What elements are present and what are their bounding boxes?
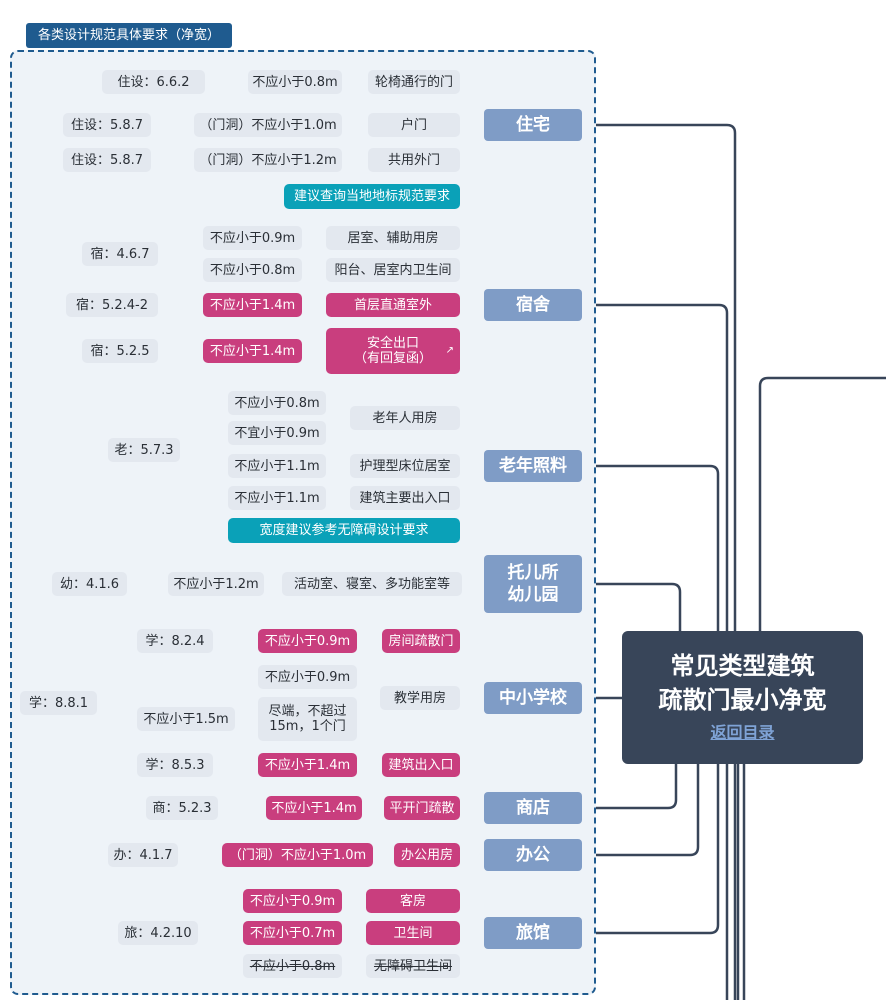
- item-main-entrance: 建筑主要出入口: [350, 486, 460, 510]
- req-dorm-safety-exit: 不应小于1.4m: [203, 339, 302, 363]
- req-elderly-3: 不应小于1.1m: [228, 454, 326, 478]
- ref-school-8-5-3: 学：8.5.3: [137, 753, 213, 777]
- ref-elderly-5-7-3: 老：5.7.3: [108, 438, 180, 462]
- category-hotel[interactable]: 旅馆: [484, 917, 582, 949]
- main-title-line2: 疏散门最小净宽: [658, 686, 827, 714]
- category-elderly-care[interactable]: 老年照料: [484, 450, 582, 482]
- nursery-label-2: 幼儿园: [507, 585, 559, 605]
- safety-exit-line2: （有回复函）: [353, 351, 432, 366]
- item-accessible-bathroom: 无障碍卫生间: [366, 954, 460, 978]
- req-hotel-accessible-text: 不应小于0.8m: [249, 958, 336, 974]
- item-nursing-room: 护理型床位居室: [350, 454, 460, 478]
- item-guest-room: 客房: [366, 889, 460, 913]
- frame-title: 各类设计规范具体要求（净宽）: [26, 23, 233, 48]
- req-shop: 不应小于1.4m: [266, 796, 362, 820]
- req-residential-common-door: （门洞）不应小于1.2m: [194, 148, 342, 172]
- req-hotel-bathroom: 不应小于0.7m: [243, 921, 342, 945]
- back-to-contents-link[interactable]: 返回目录: [710, 723, 775, 742]
- nursery-label-1: 托儿所: [507, 563, 559, 583]
- item-room-exit-door: 房间疏散门: [382, 629, 460, 653]
- ref-nursery-4-1-6: 幼：4.1.6: [52, 572, 127, 596]
- ref-residential-6-6-2: 住设：6.6.2: [102, 70, 205, 94]
- category-nursery[interactable]: 托儿所 幼儿园: [484, 555, 582, 613]
- item-bathroom: 卫生间: [366, 921, 460, 945]
- ref-dorm-5-2-4-2: 宿：5.2.4-2: [66, 293, 158, 317]
- req-elderly-2: 不宜小于0.9m: [228, 421, 326, 445]
- category-office[interactable]: 办公: [484, 839, 582, 871]
- ref-shop-5-2-3: 商：5.2.3: [146, 796, 218, 820]
- main-title-line1: 常见类型建筑: [670, 652, 815, 680]
- req-hotel-room: 不应小于0.9m: [243, 889, 342, 913]
- req-dorm-room: 不应小于0.9m: [203, 226, 302, 250]
- ref-school-8-2-4: 学：8.2.4: [137, 629, 213, 653]
- ref-dorm-5-2-5: 宿：5.2.5: [82, 339, 158, 363]
- category-residential[interactable]: 住宅: [484, 109, 582, 141]
- item-common-exterior-door: 共用外门: [368, 148, 460, 172]
- req-dorm-balcony: 不应小于0.8m: [203, 258, 302, 282]
- ref-dorm-4-6-7: 宿：4.6.7: [82, 242, 158, 266]
- item-building-entrance: 建筑出入口: [382, 753, 460, 777]
- item-dorm-ground-exit: 首层直通室外: [326, 293, 460, 317]
- item-unit-door: 户门: [368, 113, 460, 137]
- req-school-classroom: 不应小于0.9m: [258, 665, 357, 689]
- item-accessible-text: 无障碍卫生间: [373, 958, 452, 974]
- item-elderly-room: 老年人用房: [350, 406, 460, 430]
- ref-school-8-8-1: 学：8.8.1: [20, 691, 97, 715]
- req-hotel-accessible-bathroom: 不应小于0.8m: [243, 954, 342, 978]
- item-swing-door: 平开门疏散: [384, 796, 460, 820]
- req-school-classroom-wide: 不应小于1.5m: [137, 707, 235, 731]
- item-dorm-balcony: 阳台、居室内卫生间: [326, 258, 460, 282]
- req-dorm-ground-exit: 不应小于1.4m: [203, 293, 302, 317]
- ref-office-4-1-7: 办：4.1.7: [108, 843, 178, 867]
- item-dorm-safety-exit[interactable]: 安全出口 （有回复函） ↗: [326, 328, 460, 374]
- req-school-entrance: 不应小于1.4m: [258, 753, 357, 777]
- req-school-room-door: 不应小于0.9m: [258, 629, 357, 653]
- req-elderly-4: 不应小于1.1m: [228, 486, 326, 510]
- note-elderly-accessibility: 宽度建议参考无障碍设计要求: [228, 518, 460, 543]
- req-elderly-1: 不应小于0.8m: [228, 391, 326, 415]
- ref-residential-5-8-7-b: 住设：5.8.7: [63, 148, 151, 172]
- safety-exit-line1: 安全出口: [366, 336, 419, 351]
- category-dormitory[interactable]: 宿舍: [484, 289, 582, 321]
- dead-end-line1: 尽端，不超过: [268, 704, 347, 719]
- ref-residential-5-8-7-a: 住设：5.8.7: [63, 113, 151, 137]
- req-residential-unit-door: （门洞）不应小于1.0m: [194, 113, 342, 137]
- main-topic-node: 常见类型建筑 疏散门最小净宽 返回目录: [622, 631, 863, 764]
- external-link-icon[interactable]: ↗: [445, 345, 454, 356]
- ref-hotel-4-2-10: 旅：4.2.10: [118, 921, 198, 945]
- item-office-room: 办公用房: [394, 843, 460, 867]
- req-school-dead-end: 尽端，不超过 15m，1个门: [258, 697, 357, 741]
- item-nursery-rooms: 活动室、寝室、多功能室等: [282, 572, 462, 596]
- req-office: （门洞）不应小于1.0m: [222, 843, 373, 867]
- req-residential-wheelchair: 不应小于0.8m: [248, 70, 342, 94]
- dead-end-line2: 15m，1个门: [269, 719, 346, 734]
- category-shop[interactable]: 商店: [484, 792, 582, 824]
- item-classroom: 教学用房: [380, 686, 460, 710]
- item-dorm-room: 居室、辅助用房: [326, 226, 460, 250]
- note-residential-local-standard: 建议查询当地地标规范要求: [284, 184, 460, 209]
- req-nursery: 不应小于1.2m: [168, 572, 264, 596]
- category-school[interactable]: 中小学校: [484, 682, 582, 714]
- item-wheelchair-door: 轮椅通行的门: [368, 70, 460, 94]
- main-title: 常见类型建筑 疏散门最小净宽: [622, 649, 863, 717]
